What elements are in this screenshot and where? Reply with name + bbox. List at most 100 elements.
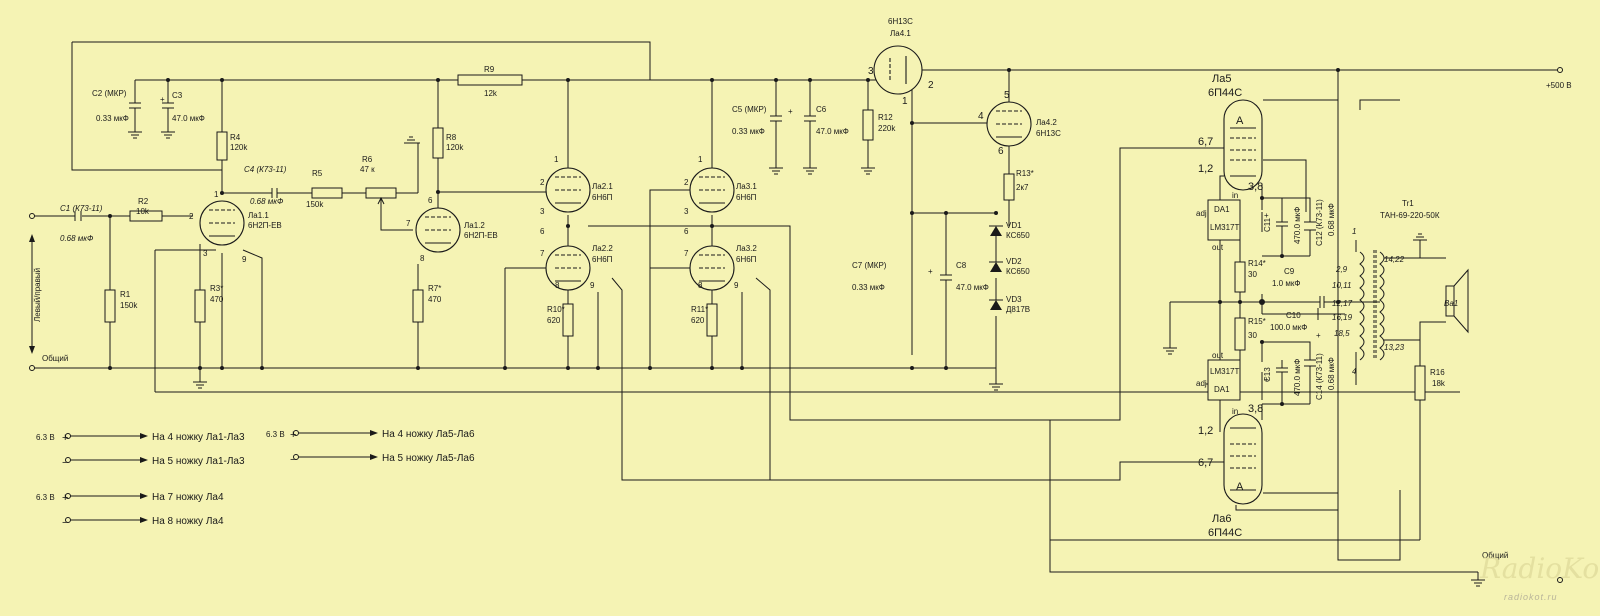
schematic-label: 5 — [1004, 90, 1010, 101]
schematic-label: 6Н13С — [1036, 129, 1061, 138]
schematic-label: ТАН-69-220-50К — [1380, 211, 1440, 220]
schematic-label: R15* — [1248, 317, 1266, 326]
schematic-label: R9 — [484, 65, 495, 74]
schematic-label: 30 — [1248, 270, 1257, 279]
schematic-label: 1.0 мкФ — [1272, 279, 1300, 288]
tube-la3-1 — [689, 167, 735, 213]
schematic-label: 0.68 мкФ — [250, 197, 284, 206]
schematic-label: На 7 ножку Ла4 — [152, 492, 224, 503]
schematic-label: Ла6 — [1212, 513, 1231, 525]
schematic-label: 6Н2П-ЕВ — [464, 231, 498, 240]
wires — [32, 41, 1560, 580]
schematic-label: 2 — [928, 80, 934, 91]
schematic-label: 9 — [590, 281, 595, 290]
schematic-label: R1 — [120, 290, 131, 299]
diodes — [989, 225, 1003, 310]
schematic-label: 0.33 мкФ — [96, 114, 129, 123]
schematic-label: C12 (К73-11) — [1315, 199, 1324, 246]
schematic-label: 0.68 мкФ — [1327, 203, 1336, 236]
schematic-label: C11 — [1263, 217, 1272, 232]
schematic-label: C4 (К73-11) — [244, 165, 287, 174]
schematic-label: 220k — [878, 124, 896, 133]
schematic-label: 2,9 — [1335, 265, 1348, 274]
tube-la1-1 — [199, 200, 245, 246]
schematic-label: DA1 — [1214, 205, 1230, 214]
resistors — [104, 74, 1426, 401]
schematic-label: R7* — [428, 284, 441, 293]
schematic-label: 3 — [684, 207, 689, 216]
schematic-label: 12k — [484, 89, 498, 98]
schematic-label: A — [1236, 481, 1244, 493]
schematic-label: 6Н13С — [888, 17, 913, 26]
schematic-label: 1 — [698, 155, 703, 164]
schematic-label: 470 — [210, 295, 224, 304]
input-label: Левый/правый — [33, 268, 42, 322]
schematic-label: DA1 — [1214, 385, 1230, 394]
schematic-label: out — [1212, 243, 1224, 252]
schematic-label: 9 — [734, 281, 739, 290]
schematic-label: R6 — [362, 155, 373, 164]
radiokot-logo: RadioKot — [1479, 552, 1600, 585]
schematic-label: R10* — [547, 305, 565, 314]
resistor-r12 — [862, 109, 874, 141]
schematic-label: 3 — [540, 207, 545, 216]
speaker-icon — [1445, 268, 1469, 334]
schematic-label: Ла3.1 — [736, 182, 757, 191]
schematic-label: 6Н6П — [592, 193, 613, 202]
schematic-label: 6.3 В — [36, 493, 55, 502]
resistor-r16 — [1414, 365, 1426, 401]
schematic-label: 4 — [978, 111, 984, 122]
schematic-label: 3,8 — [1248, 403, 1263, 415]
resistor-r4 — [216, 131, 228, 161]
schematic-label: 1,2 — [1198, 163, 1213, 175]
schematic-label: На 4 ножку Ла5-Ла6 — [382, 429, 475, 440]
schematic-label: R8 — [446, 133, 457, 142]
schematic-label: 6,7 — [1198, 457, 1213, 469]
schematic-label: 620 — [691, 316, 705, 325]
tube-la4-2 — [986, 101, 1032, 147]
schematic-label: 7 — [540, 249, 545, 258]
schematic-label: Ла2.2 — [592, 244, 613, 253]
schematic-label: + — [62, 432, 68, 444]
schematic-label: R4 — [230, 133, 241, 142]
schematic-label: 2к7 — [1016, 183, 1029, 192]
schematic-label: 6 — [998, 146, 1004, 157]
schematic-label: 150k — [306, 200, 324, 209]
resistor-r5 — [311, 187, 343, 199]
schematic-label: in — [1232, 407, 1238, 416]
schematic-label: 6Н2П-ЕВ — [248, 221, 282, 230]
resistor-r15 — [1234, 317, 1246, 351]
supply-label: +500 В — [1546, 81, 1572, 90]
schematic-label: 6П44С — [1208, 87, 1242, 99]
schematic-label: 47 к — [360, 165, 375, 174]
schematic-label: + — [290, 429, 296, 441]
schematic-label: 47.0 мкФ — [172, 114, 205, 123]
resistor-r11 — [706, 303, 718, 337]
schematic-label: + — [1264, 375, 1269, 384]
schematic-label: + — [1264, 211, 1269, 220]
schematic-label: 6Н6П — [736, 193, 757, 202]
schematic-label: VD1 — [1006, 221, 1022, 230]
schematic-label: 1 — [1352, 227, 1356, 236]
schematic-label: 1 — [554, 155, 559, 164]
schematic-label: 47.0 мкФ — [956, 283, 989, 292]
schematic-label: Ba1 — [1444, 299, 1458, 308]
schematic-label: 4 — [1352, 367, 1357, 376]
schematic-label: 620 — [547, 316, 561, 325]
schematic-label: R12 — [878, 113, 893, 122]
resistor-r7 — [412, 289, 424, 323]
schematic-label: 7 — [406, 219, 411, 228]
schematic-label: R3* — [210, 284, 223, 293]
schematic-label: Ла1.2 — [464, 221, 485, 230]
tube-la4-1 — [873, 45, 923, 95]
schematic-label: На 5 ножку Ла5-Ла6 — [382, 453, 475, 464]
ground-label-right: Общий — [1482, 551, 1508, 560]
schematic-label: Tr1 — [1402, 199, 1414, 208]
resistor-r2 — [129, 210, 163, 222]
resistor-r8 — [432, 127, 444, 159]
schematic-label: − — [62, 457, 68, 469]
schematic-label: 2 — [540, 178, 545, 187]
schematic-label: 1 — [902, 96, 908, 107]
schematic-label: 100.0 мкФ — [1270, 323, 1307, 332]
schematic-label: 6Н6П — [592, 255, 613, 264]
